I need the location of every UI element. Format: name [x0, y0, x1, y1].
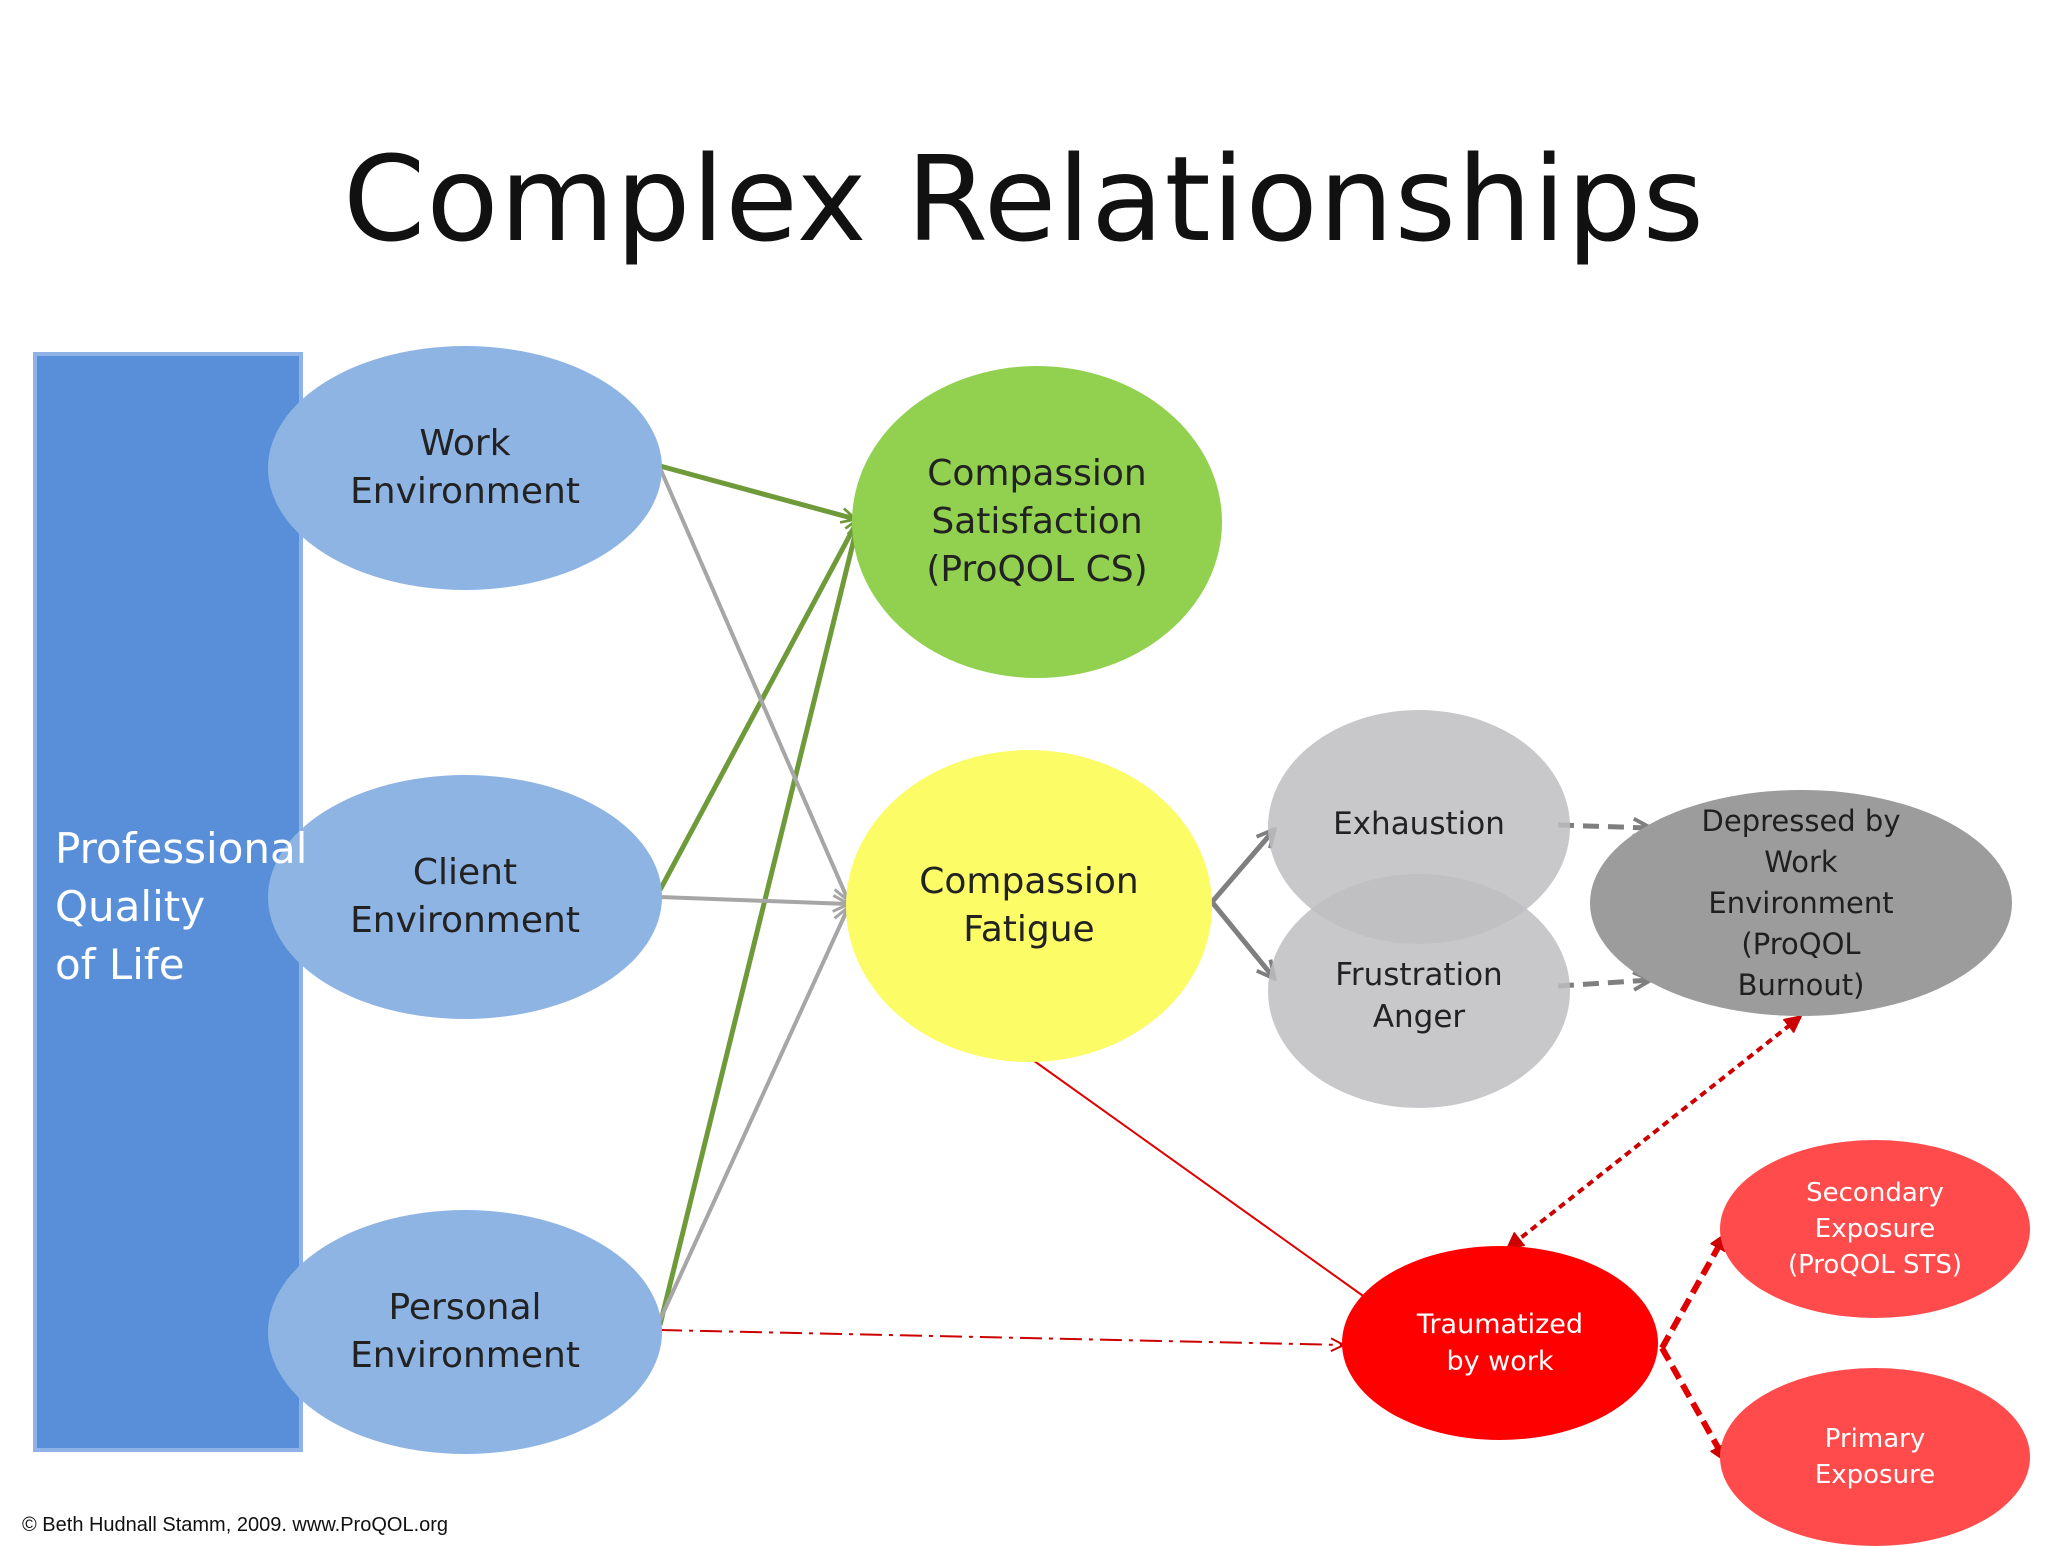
line-cf-to-traumatized — [1029, 1057, 1367, 1299]
arrow-work-to-cf — [658, 467, 848, 900]
node-compassion-fatigue: Compassion Fatigue — [846, 750, 1212, 1062]
arrow-cf-to-exhaustion — [1210, 830, 1274, 904]
arrow-traumatized-to-primary — [1659, 1346, 1728, 1460]
node-traumatized-by-work: Traumatized by work — [1342, 1246, 1658, 1440]
arrow-traumatized-to-secondary — [1659, 1235, 1728, 1350]
slide-title: Complex Relationships — [343, 130, 1705, 268]
node-work-environment: Work Environment — [268, 346, 662, 590]
arrow-personal-to-cs — [657, 523, 858, 1326]
arrow-burnout-traumatized — [1508, 1017, 1800, 1248]
professional-quality-of-life-label: Professional Quality of Life — [55, 824, 308, 989]
professional-quality-of-life-bar — [33, 352, 303, 1452]
node-secondary-exposure: Secondary Exposure (ProQOL STS) — [1720, 1140, 2030, 1318]
arrow-client-to-cs — [657, 520, 861, 892]
arrow-work-to-cs — [659, 463, 855, 519]
copyright-footer: © Beth Hudnall Stamm, 2009. www.ProQOL.o… — [22, 1514, 449, 1536]
arrow-frustration-to-burnout — [1557, 980, 1650, 986]
arrow-exhaustion-to-burnout — [1557, 825, 1650, 828]
arrow-cf-to-frustration — [1210, 900, 1274, 978]
arrow-personal-to-traumatized — [659, 1329, 1343, 1345]
node-frustration-anger: Frustration Anger — [1268, 874, 1570, 1108]
node-client-environment: Client Environment — [268, 775, 662, 1019]
node-personal-environment: Personal Environment — [268, 1210, 662, 1454]
node-depressed-by-work-environment: Depressed by Work Environment (ProQOL Bu… — [1590, 790, 2012, 1016]
node-compassion-satisfaction: Compassion Satisfaction (ProQOL CS) — [852, 366, 1222, 678]
arrow-personal-to-cf — [658, 908, 848, 1321]
arrow-client-to-cf — [659, 897, 848, 904]
node-primary-exposure: Primary Exposure — [1720, 1368, 2030, 1546]
